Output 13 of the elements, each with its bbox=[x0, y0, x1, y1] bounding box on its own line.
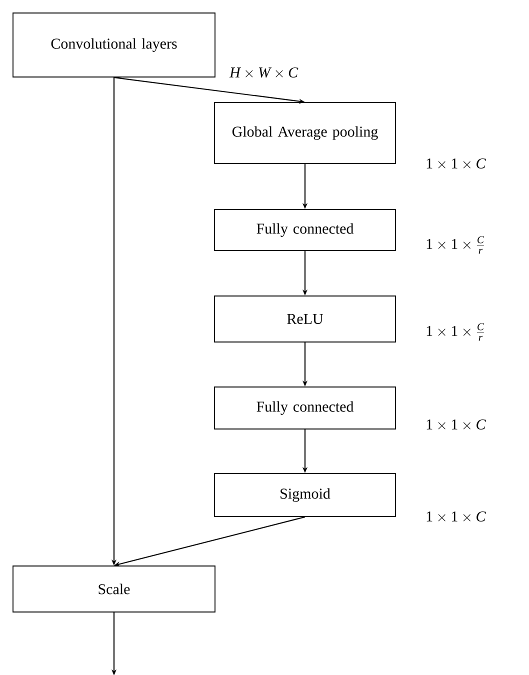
process-box: Global Average pooling bbox=[214, 102, 396, 164]
edge-label: $H \times W \times C$ bbox=[228, 66, 300, 80]
dimension-label: $1 \times 1 \times \frac{C}{r}$ bbox=[426, 323, 484, 341]
dimension-label: $1 \times 1 \times C$ bbox=[426, 511, 486, 522]
process-box: Fully connected bbox=[214, 386, 396, 430]
dimension-label: $1 \times 1 \times \frac{C}{r}$ bbox=[426, 236, 484, 254]
dimension-label: $1 \times 1 \times C$ bbox=[426, 419, 486, 430]
process-box: Sigmoid bbox=[214, 473, 396, 517]
process-box: Scale bbox=[12, 566, 216, 612]
process-box: Fully connected bbox=[214, 209, 396, 251]
dimension-label: $1 \times 1 \times C$ bbox=[426, 158, 486, 169]
process-box: ReLU bbox=[214, 296, 396, 342]
process-box: Convolutional layers bbox=[12, 12, 216, 78]
